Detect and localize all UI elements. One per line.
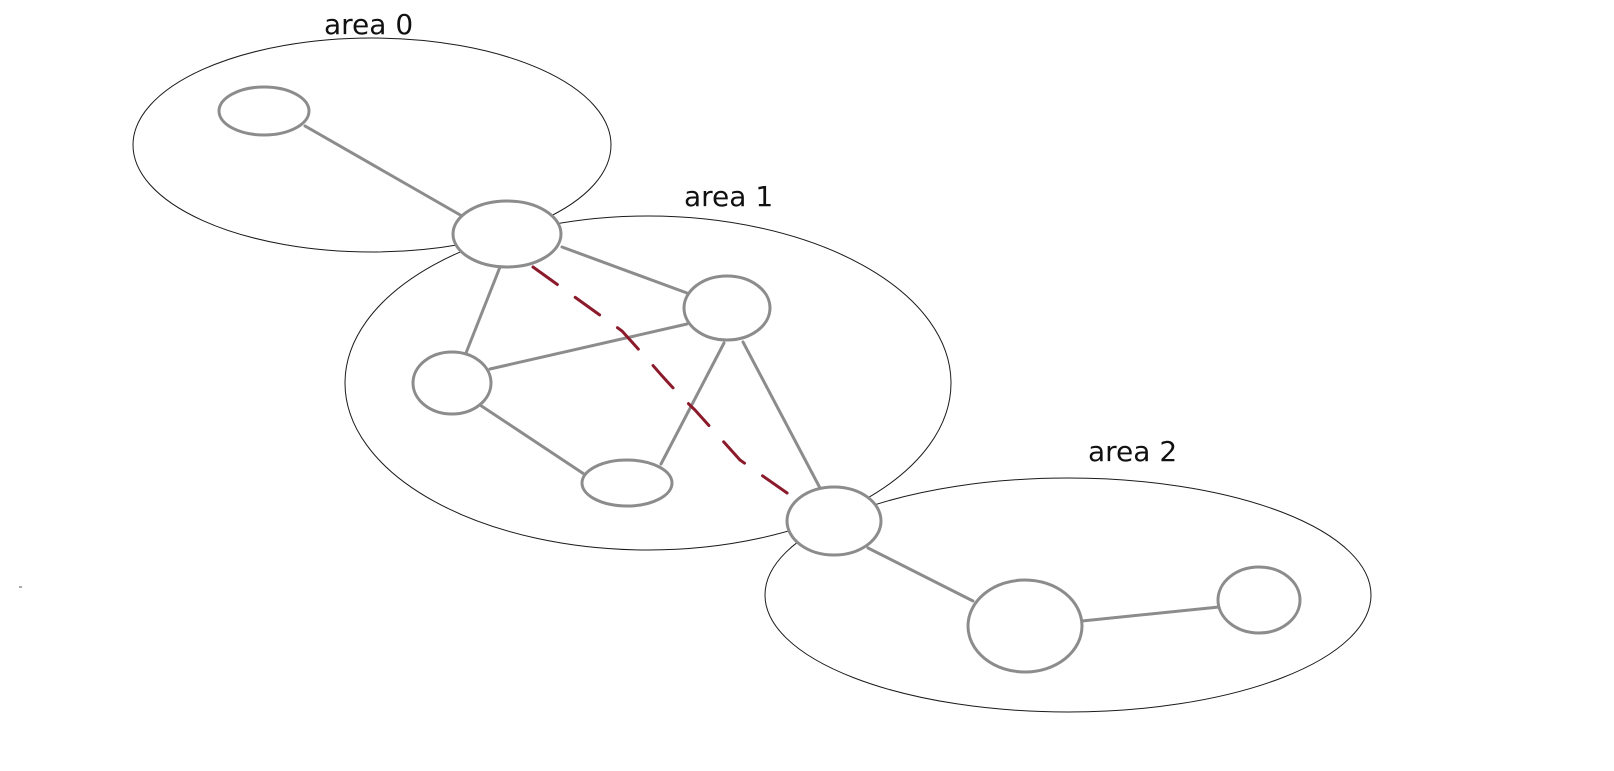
link-area0-router-abr1 xyxy=(303,124,464,218)
link-abr1-router-a xyxy=(560,245,689,295)
abr-area1-area2 xyxy=(785,485,883,557)
routers xyxy=(217,85,1302,674)
abr-area0-area1 xyxy=(451,199,563,269)
area-0-label: area 0 xyxy=(324,8,413,41)
link-router-a-abr2 xyxy=(741,340,822,490)
virtual-link xyxy=(531,265,799,502)
router-area2-e xyxy=(1216,565,1302,635)
router-area1-a xyxy=(682,274,772,342)
link-abr1-router-b xyxy=(464,265,502,355)
links xyxy=(303,124,1221,623)
link-abr2-router-d xyxy=(866,546,975,603)
area-1-outline xyxy=(344,215,952,551)
area-outlines xyxy=(132,37,1372,713)
link-router-b-router-c xyxy=(478,403,586,476)
area-2-label: area 2 xyxy=(1088,435,1177,468)
area-1-label: area 1 xyxy=(684,180,773,213)
router-area2-d xyxy=(966,578,1084,674)
router-area1-b xyxy=(411,350,493,416)
router-area0 xyxy=(217,85,311,137)
area-2-outline xyxy=(764,477,1372,713)
link-router-c-router-a xyxy=(659,341,726,466)
link-router-b-router-a xyxy=(488,322,689,371)
router-area1-c xyxy=(580,458,674,508)
area-0-outline xyxy=(132,37,612,253)
area-labels: area 0 area 1 area 2 xyxy=(324,8,1177,468)
link-router-d-router-e xyxy=(1080,605,1221,623)
